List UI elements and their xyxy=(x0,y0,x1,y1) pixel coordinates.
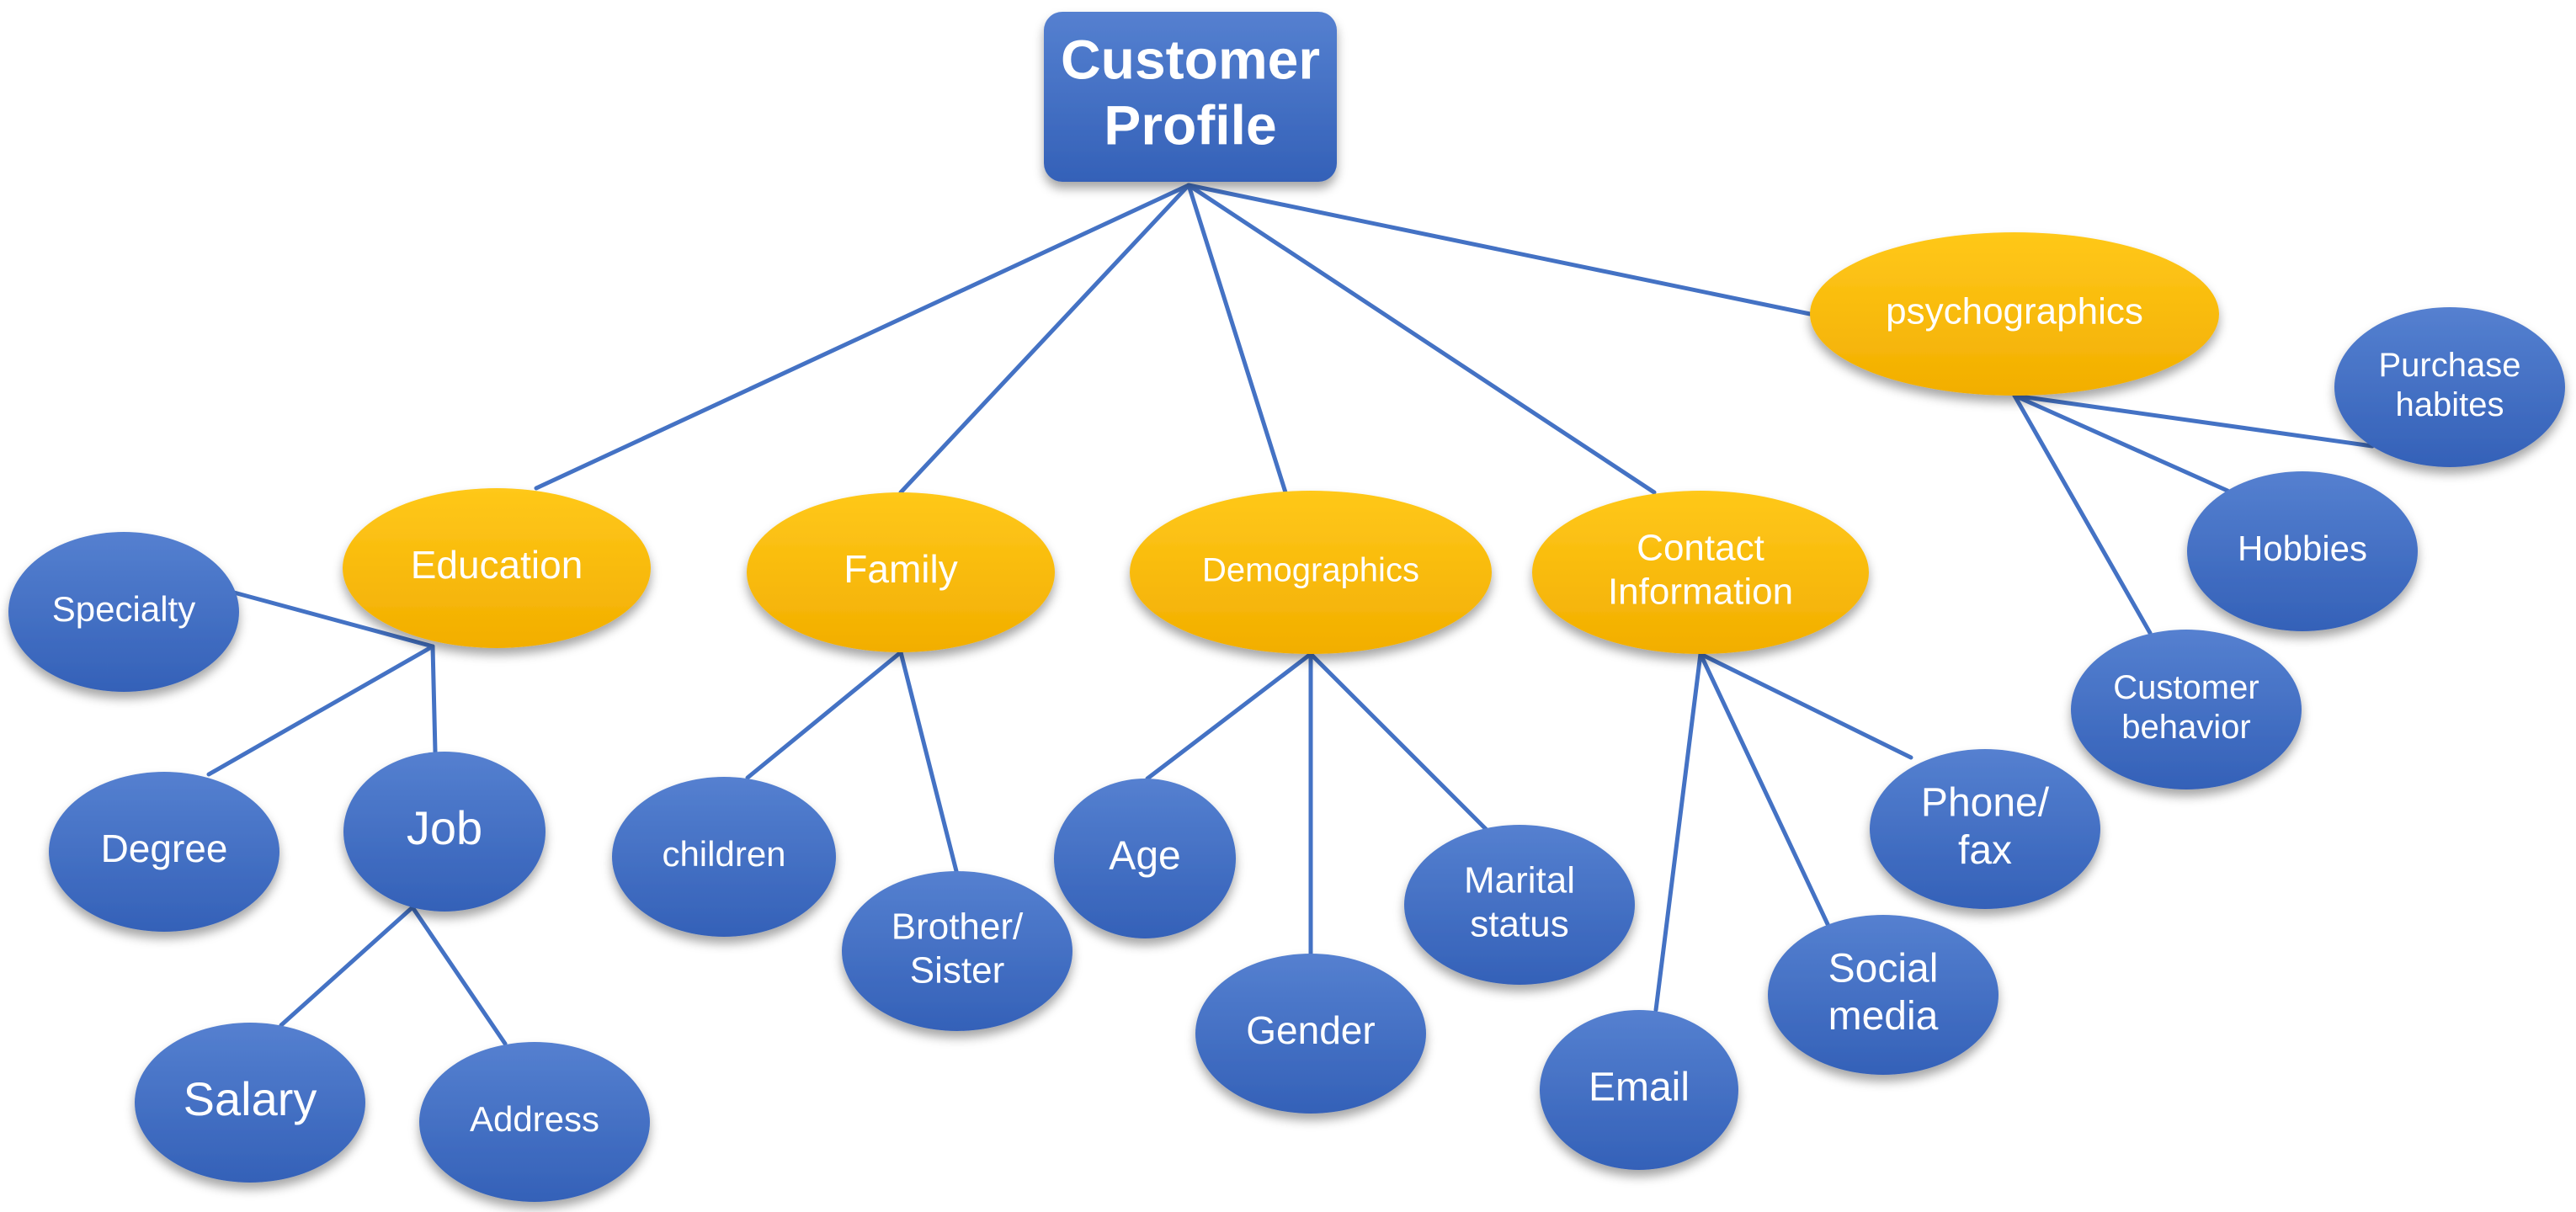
node-label-line: Job xyxy=(407,801,482,854)
node-label-line: Age xyxy=(1109,834,1180,879)
node-label-line: Brother/ xyxy=(891,906,1024,948)
node-hobbies: Hobbies xyxy=(2187,471,2418,631)
node-children: children xyxy=(612,777,836,937)
node-label-line: Phone/ xyxy=(1921,780,2050,825)
node-label-line: Demographics xyxy=(1202,552,1419,589)
node-label-line: behavior xyxy=(2121,709,2250,746)
connector-line xyxy=(1186,183,1657,495)
node-label-line: Purchase xyxy=(2379,347,2521,384)
edges-layer xyxy=(206,183,2375,1046)
attribute-ellipse xyxy=(1054,779,1236,938)
category-ellipse xyxy=(343,488,651,648)
node-label-line: children xyxy=(662,834,785,874)
attribute-ellipse xyxy=(135,1023,365,1183)
node-label-line: Hobbies xyxy=(2238,529,2367,568)
node-label-line: Contact xyxy=(1637,528,1764,569)
node-education: Education xyxy=(343,488,651,648)
attribute-ellipse xyxy=(343,752,546,912)
node-label-line: Customer xyxy=(2113,669,2259,706)
node-psychographics: psychographics xyxy=(1810,232,2219,396)
connector-line xyxy=(2012,393,2153,635)
node-family: Family xyxy=(747,492,1055,652)
node-label-line: Profile xyxy=(1104,93,1276,156)
node-label-line: Gender xyxy=(1246,1008,1375,1052)
node-label-line: media xyxy=(1828,994,1939,1039)
node-label-line: fax xyxy=(1958,828,2012,873)
root-box xyxy=(1044,12,1337,182)
node-specialty: Specialty xyxy=(8,532,239,692)
node-job: Job xyxy=(343,752,546,912)
attribute-ellipse xyxy=(2071,630,2302,789)
connector-line xyxy=(1698,651,1830,927)
connector-line xyxy=(1145,651,1313,781)
attribute-ellipse xyxy=(49,772,279,932)
node-label-line: Marital xyxy=(1464,860,1575,901)
node-label-line: Family xyxy=(844,547,957,591)
connector-line xyxy=(1186,183,1812,316)
node-label-line: Email xyxy=(1589,1066,1690,1110)
connector-line xyxy=(430,644,438,754)
node-brother-sister: Brother/Sister xyxy=(842,871,1072,1031)
category-ellipse xyxy=(747,492,1055,652)
node-label-line: Social xyxy=(1828,946,1939,991)
attribute-ellipse xyxy=(1195,954,1426,1114)
attribute-ellipse xyxy=(842,871,1072,1031)
node-label-line: Degree xyxy=(101,827,228,870)
connector-line xyxy=(1308,651,1488,832)
node-label-line: status xyxy=(1470,904,1568,945)
category-ellipse xyxy=(1810,232,2219,396)
attribute-ellipse xyxy=(1870,749,2100,909)
node-label-line: Information xyxy=(1608,571,1793,613)
node-label-line: psychographics xyxy=(1886,291,2143,332)
node-salary: Salary xyxy=(135,1023,365,1183)
node-demographics: Demographics xyxy=(1130,491,1492,654)
attribute-ellipse xyxy=(419,1042,650,1202)
connector-line xyxy=(898,650,959,874)
node-degree: Degree xyxy=(49,772,279,932)
connector-line xyxy=(279,905,415,1028)
node-email: Email xyxy=(1540,1010,1738,1170)
attribute-ellipse xyxy=(2187,471,2418,631)
node-phone-fax: Phone/fax xyxy=(1870,749,2100,909)
node-label-line: Sister xyxy=(910,950,1004,991)
connector-line xyxy=(1186,183,1288,495)
category-ellipse xyxy=(1532,491,1869,654)
connector-line xyxy=(1653,651,1703,1013)
connector-line xyxy=(745,650,903,780)
node-label-line: Salary xyxy=(184,1072,317,1125)
node-gender: Gender xyxy=(1195,954,1426,1114)
node-label-line: Education xyxy=(411,543,583,587)
attribute-ellipse xyxy=(8,532,239,692)
connector-line xyxy=(232,590,435,649)
attribute-ellipse xyxy=(1768,915,1999,1075)
connector-line xyxy=(2012,393,2375,449)
node-label-line: Customer xyxy=(1061,28,1320,90)
attribute-ellipse xyxy=(1404,825,1635,985)
attribute-ellipse xyxy=(1540,1010,1738,1170)
connector-line xyxy=(1698,651,1913,760)
attribute-ellipse xyxy=(612,777,836,937)
connector-line xyxy=(2012,393,2230,493)
connector-line xyxy=(410,905,508,1046)
connector-line xyxy=(898,183,1191,495)
category-ellipse xyxy=(1130,491,1492,654)
connector-line xyxy=(534,183,1191,491)
attribute-ellipse xyxy=(2334,307,2565,467)
node-address: Address xyxy=(419,1042,650,1202)
node-label-line: Address xyxy=(470,1099,599,1139)
node-age: Age xyxy=(1054,779,1236,938)
node-label-line: Specialty xyxy=(52,589,195,629)
connector-line xyxy=(206,644,435,777)
node-label-line: habites xyxy=(2396,386,2504,423)
